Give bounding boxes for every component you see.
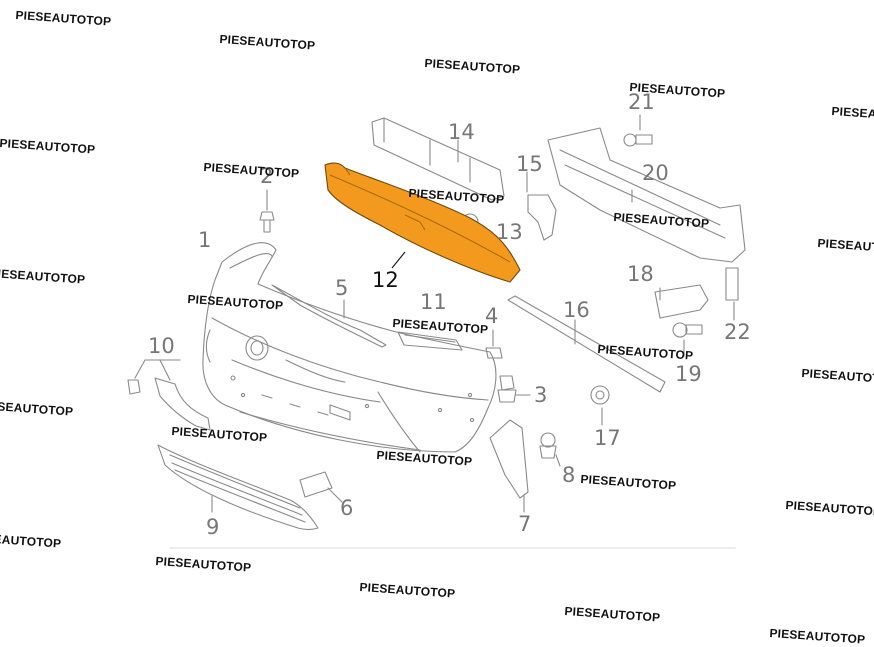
bracket-part-10 bbox=[127, 359, 211, 431]
lower-grille-part-9 bbox=[157, 444, 319, 531]
callout-1: 1 bbox=[198, 228, 212, 252]
side-bracket-part-7 bbox=[489, 419, 529, 513]
callout-22: 22 bbox=[724, 320, 751, 344]
bolt-part-8 bbox=[539, 432, 561, 467]
nut-part-17 bbox=[590, 385, 610, 426]
part-22 bbox=[725, 267, 739, 321]
callout-18: 18 bbox=[627, 262, 654, 286]
callout-11: 11 bbox=[420, 290, 447, 314]
callout-15: 15 bbox=[516, 152, 543, 176]
callout-7: 7 bbox=[518, 512, 532, 536]
callout-5: 5 bbox=[335, 276, 349, 300]
bracket-part-18 bbox=[654, 284, 709, 319]
callout-6: 6 bbox=[340, 496, 354, 520]
callout-9: 9 bbox=[206, 515, 220, 539]
callout-16: 16 bbox=[563, 298, 590, 322]
callout-19: 19 bbox=[675, 362, 702, 386]
screw-part-3 bbox=[497, 375, 531, 403]
bolt-part-21 bbox=[623, 114, 653, 147]
callout-21: 21 bbox=[628, 90, 655, 114]
clip-part-4 bbox=[485, 329, 503, 359]
strip-part-16 bbox=[507, 295, 666, 393]
callout-3: 3 bbox=[534, 383, 548, 407]
callout-20: 20 bbox=[642, 161, 669, 185]
clip-part-2 bbox=[259, 189, 275, 233]
callout-2: 2 bbox=[260, 164, 274, 188]
callout-10: 10 bbox=[148, 334, 175, 358]
bolt-part-19 bbox=[672, 322, 703, 357]
bumper-cover-part bbox=[202, 242, 497, 453]
callout-8: 8 bbox=[562, 463, 576, 487]
energy-absorber-part-14 bbox=[371, 117, 505, 201]
tow-cap-part-6 bbox=[299, 471, 343, 503]
callout-17: 17 bbox=[594, 426, 621, 450]
parts-diagram bbox=[127, 114, 746, 549]
trim-strip-part-5 bbox=[271, 284, 387, 348]
callout-14: 14 bbox=[448, 120, 475, 144]
callout-12: 12 bbox=[372, 268, 399, 292]
reinforcement-part-20 bbox=[547, 127, 746, 263]
callout-13: 13 bbox=[496, 220, 523, 244]
highlighted-part-12 bbox=[324, 162, 521, 283]
bracket-part-11 bbox=[397, 331, 463, 351]
callout-4: 4 bbox=[485, 304, 499, 328]
bracket-part-15 bbox=[526, 171, 557, 241]
